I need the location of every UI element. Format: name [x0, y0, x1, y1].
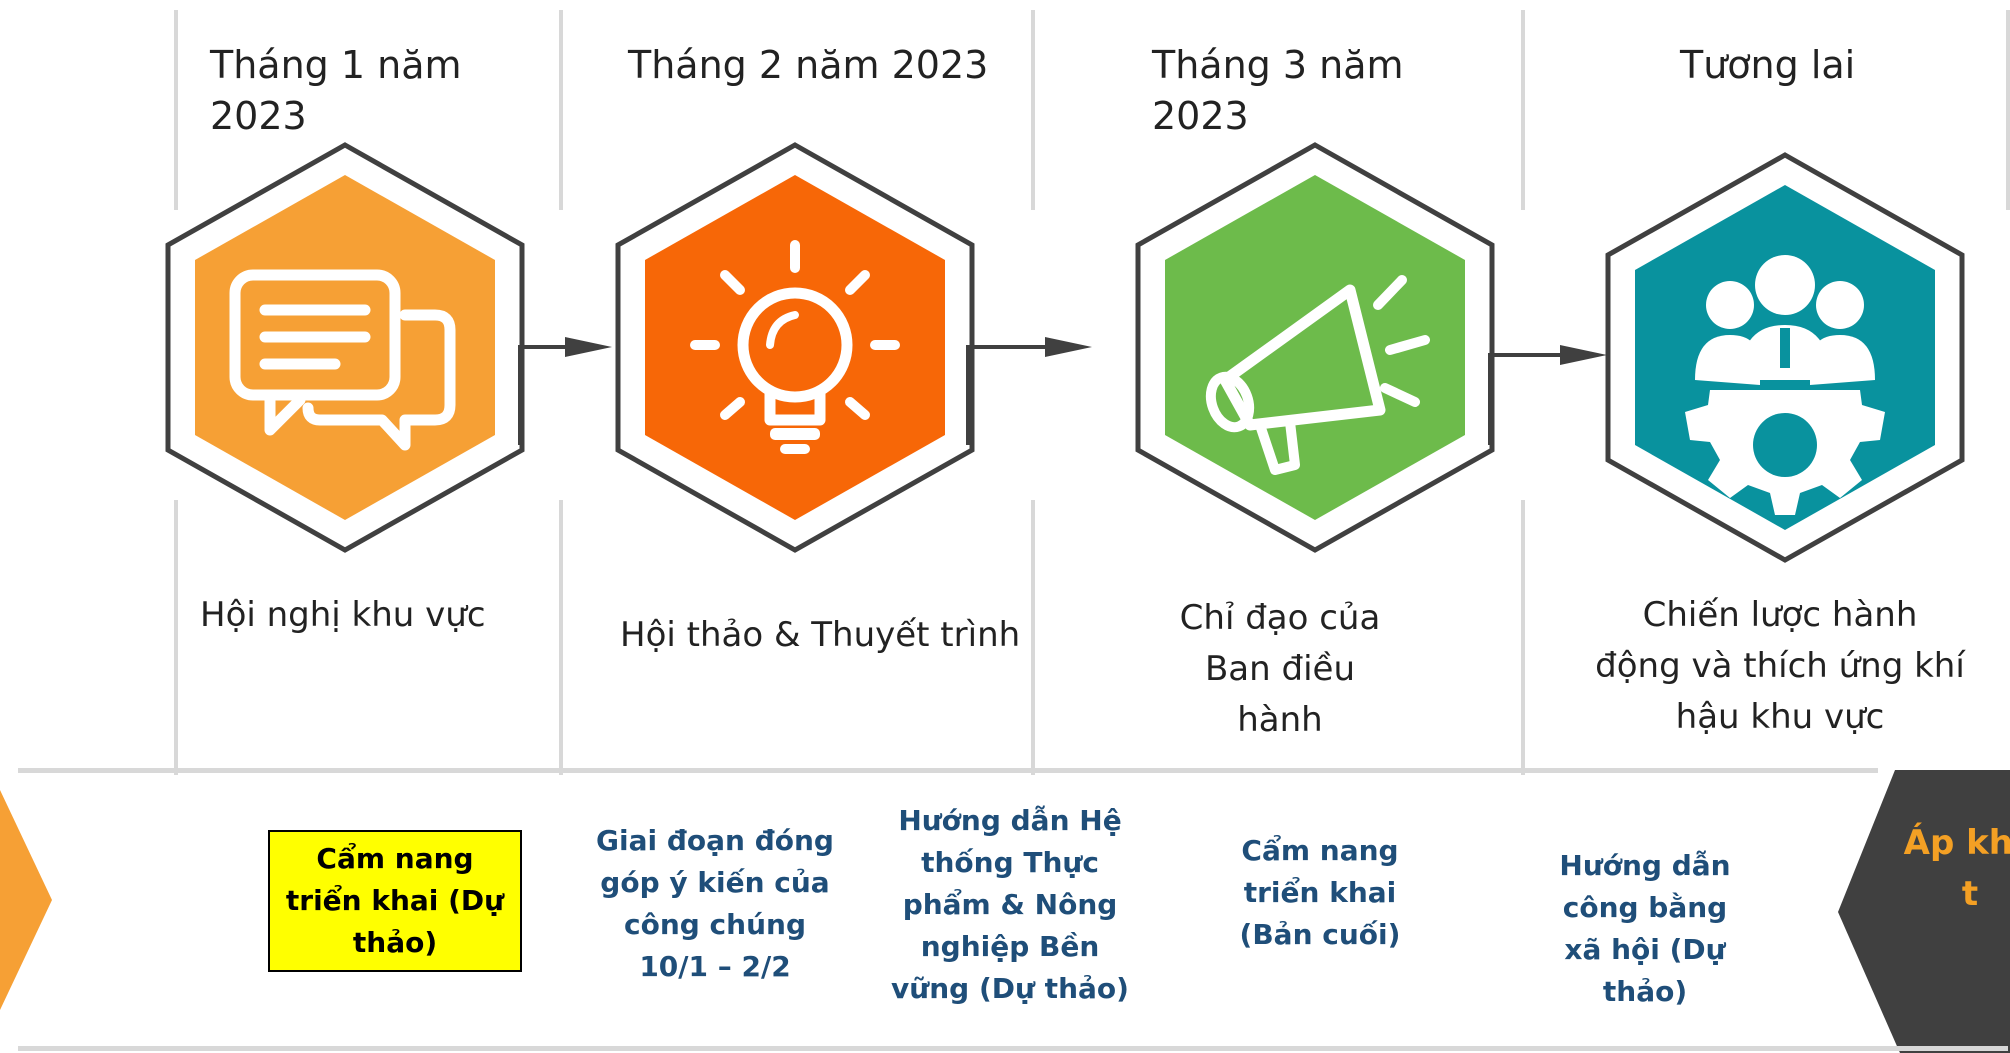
separator-line	[174, 10, 178, 210]
lightbulb-icon	[690, 240, 900, 454]
event-label-2: Hội thảo & Thuyết trình	[620, 615, 1021, 655]
right-panel-text: Áp khổ t	[1903, 823, 2010, 914]
megaphone-icon	[1205, 275, 1430, 475]
deliverable-5: Hướng dẫn công bằng xã hội (Dự thảo)	[1559, 849, 1731, 1008]
deliverable-3: Hướng dẫn Hệ thống Thực phẩm & Nông nghi…	[891, 804, 1129, 1005]
event-label-4: Chiến lược hành động và thích ứng khí hậ…	[1595, 595, 1965, 737]
deliverable-1: Cẩm nang triển khai (Dự thảo)	[255, 830, 535, 972]
timeline-divider-top	[18, 768, 1878, 773]
separator-line	[559, 10, 563, 210]
separator-line	[559, 500, 563, 775]
separator-line	[174, 500, 178, 775]
chat-bubbles-icon	[229, 269, 456, 451]
deliverable-2: Giai đoạn đóng góp ý kiến của công chúng…	[596, 824, 834, 983]
milestone-hexagon-1	[165, 142, 525, 553]
event-label-1: Hội nghị khu vực	[200, 595, 486, 635]
period-mar-2023: Tháng 3 năm 2023	[1152, 43, 1404, 139]
separator-line	[1031, 10, 1035, 210]
milestone-hexagon-4	[1605, 152, 1965, 563]
milestone-hexagon-2	[615, 142, 975, 553]
timeline-divider-bottom	[18, 1046, 2008, 1051]
arrow-head-icon	[1045, 337, 1092, 357]
deliverable-1-text: Cẩm nang triển khai (Dự thảo)	[268, 830, 522, 972]
left-orange-arrow	[0, 790, 52, 1010]
arrow-head-icon	[565, 337, 612, 357]
separator-line	[1031, 500, 1035, 775]
separator-line	[1521, 500, 1525, 775]
event-label-3: Chỉ đạo của Ban điều hành	[1179, 598, 1381, 740]
separator-line	[1521, 10, 1525, 210]
deliverable-4: Cẩm nang triển khai (Bản cuối)	[1239, 834, 1401, 951]
period-jan-2023: Tháng 1 năm 2023	[210, 43, 462, 139]
period-feb-2023: Tháng 2 năm 2023	[628, 43, 989, 87]
team-gear-icon	[1685, 255, 1885, 515]
period-future: Tương lai	[1680, 43, 1856, 87]
separator-line	[2006, 10, 2010, 210]
arrow-head-icon	[1560, 345, 1607, 365]
milestone-hexagon-3	[1135, 142, 1495, 553]
